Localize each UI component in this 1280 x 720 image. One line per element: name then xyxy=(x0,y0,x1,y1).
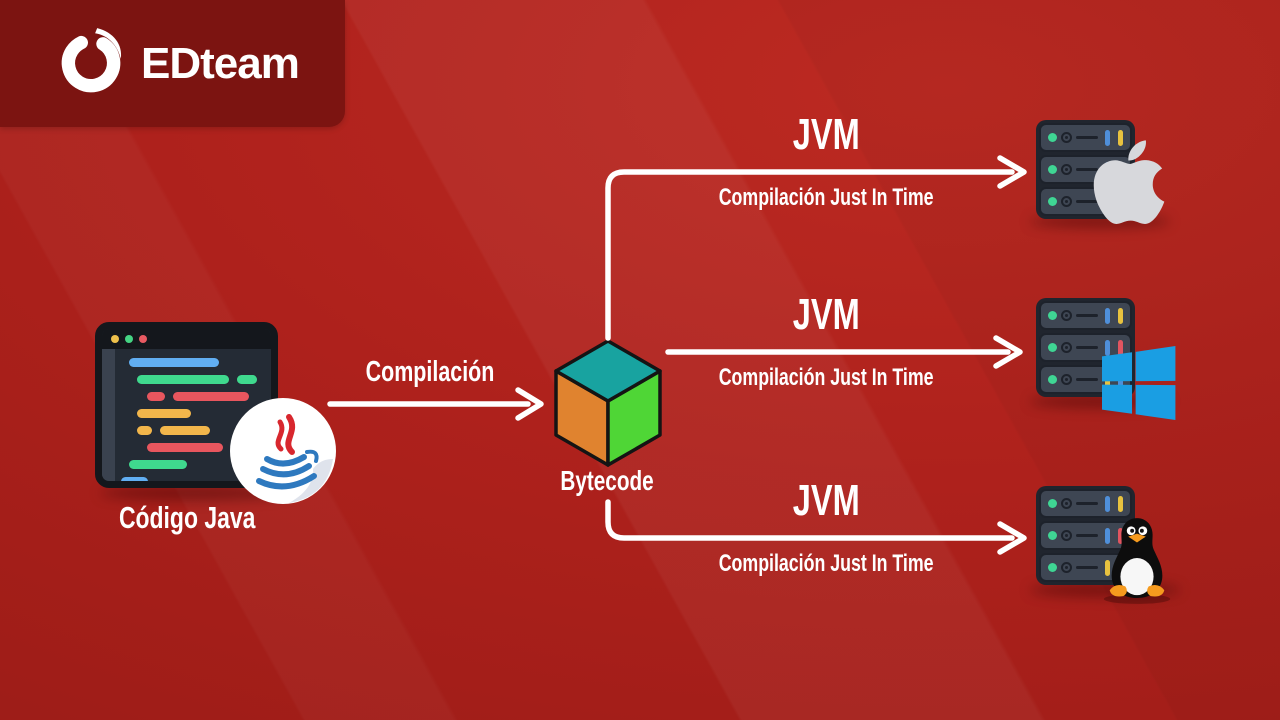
compilation-label: Compilación xyxy=(365,356,495,388)
jit-label-macos: Compilación Just In Time xyxy=(718,184,934,211)
source-label: Código Java xyxy=(118,500,256,535)
window-dot-green xyxy=(125,335,133,343)
windows-logo-icon xyxy=(1102,344,1176,427)
brand-panel: EDteam xyxy=(0,0,345,127)
java-logo-icon xyxy=(229,397,337,505)
jvm-label-linux: JVM xyxy=(792,476,860,525)
jvm-label-macos: JVM xyxy=(792,110,860,159)
editor-titlebar xyxy=(102,329,271,349)
editor-sidebar xyxy=(102,349,115,481)
jit-label-windows: Compilación Just In Time xyxy=(718,364,934,391)
apple-logo-icon xyxy=(1088,134,1170,235)
editor-body xyxy=(102,349,271,481)
window-dot-yellow xyxy=(111,335,119,343)
editor-code-lines xyxy=(115,349,271,481)
bytecode-cube-icon xyxy=(551,336,665,473)
window-dot-red xyxy=(139,335,147,343)
jvm-label-windows: JVM xyxy=(792,290,860,339)
bytecode-label: Bytecode xyxy=(560,465,654,496)
brand-name: EDteam xyxy=(141,38,300,88)
jit-label-linux: Compilación Just In Time xyxy=(718,550,934,577)
edteam-logo-icon xyxy=(55,25,127,102)
linux-tux-icon xyxy=(1098,516,1176,609)
